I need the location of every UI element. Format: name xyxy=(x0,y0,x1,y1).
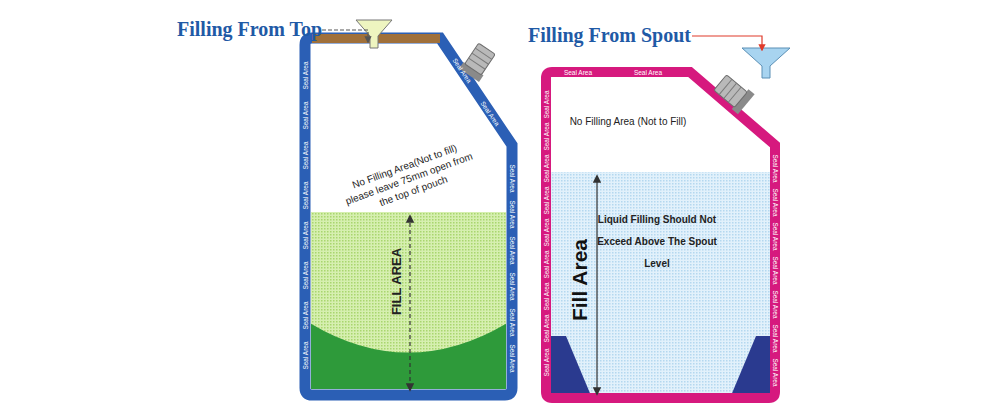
seal-area-label: Seal Area xyxy=(772,154,779,182)
seal-area-label: Seal Area xyxy=(509,272,516,300)
seal-area-label: Seal Area xyxy=(772,222,779,250)
zone-label: Liquid Filling Should Not Exceed Above T… xyxy=(594,209,720,275)
seal-area-label: Seal Area xyxy=(302,61,309,89)
seal-area-label: Seal Area xyxy=(772,358,779,386)
seal-area-label: Seal Area xyxy=(543,348,550,376)
seal-area-label: Seal Area xyxy=(543,218,550,246)
seal-area-label: Seal Area xyxy=(772,324,779,352)
zone-label: FILL AREA xyxy=(389,247,404,314)
pouch-area: No Filling Area (Not to Fill) Liquid Fill… xyxy=(546,72,775,398)
seal-area-label: Seal Area xyxy=(509,164,516,192)
seal-area-label: Seal Area xyxy=(772,188,779,216)
seal-area-label: Seal Area xyxy=(302,101,309,129)
seal-area-label: Seal Area xyxy=(302,301,309,329)
seal-area-label: Seal Area xyxy=(302,261,309,289)
zone-note: No Filling Area(Not to fill) please leav… xyxy=(337,136,482,221)
zone-label: Fill Area xyxy=(568,239,592,321)
seal-area-label: Seal Area xyxy=(543,282,550,310)
seal-area-label: Seal Area xyxy=(302,181,309,209)
seal-area-label: Seal Area xyxy=(543,90,550,118)
seal-area-label: Seal Area xyxy=(564,69,592,76)
seal-area-label: Seal Area xyxy=(509,344,516,372)
seal-area-label: Seal Area xyxy=(509,308,516,336)
seal-area-label: Seal Area xyxy=(772,290,779,318)
section-heading: Filling From Spout xyxy=(528,24,691,47)
seal-area-label: Seal Area xyxy=(634,69,662,76)
seal-area-label: Seal Area xyxy=(772,256,779,284)
seal-area-label: Seal Area xyxy=(543,314,550,342)
seal-area-label: Seal Area xyxy=(543,250,550,278)
zone-note: No Filling Area (Not to Fill) xyxy=(570,116,687,128)
section-heading: Filling From Top xyxy=(177,18,322,41)
seal-area-label: Seal Area xyxy=(302,341,309,369)
pouch-area: No Filling Area(Not to fill) please leav… xyxy=(305,38,512,395)
seal-area-label: Seal Area xyxy=(509,200,516,228)
seal-area-label: Seal Area xyxy=(509,236,516,264)
seal-area-label: Seal Area xyxy=(302,221,309,249)
seal-area-label: Seal Area xyxy=(543,122,550,150)
seal-area-label: Seal Area xyxy=(302,141,309,169)
seal-area-label: Seal Area xyxy=(543,154,550,182)
seal-area-label: Seal Area xyxy=(543,186,550,214)
